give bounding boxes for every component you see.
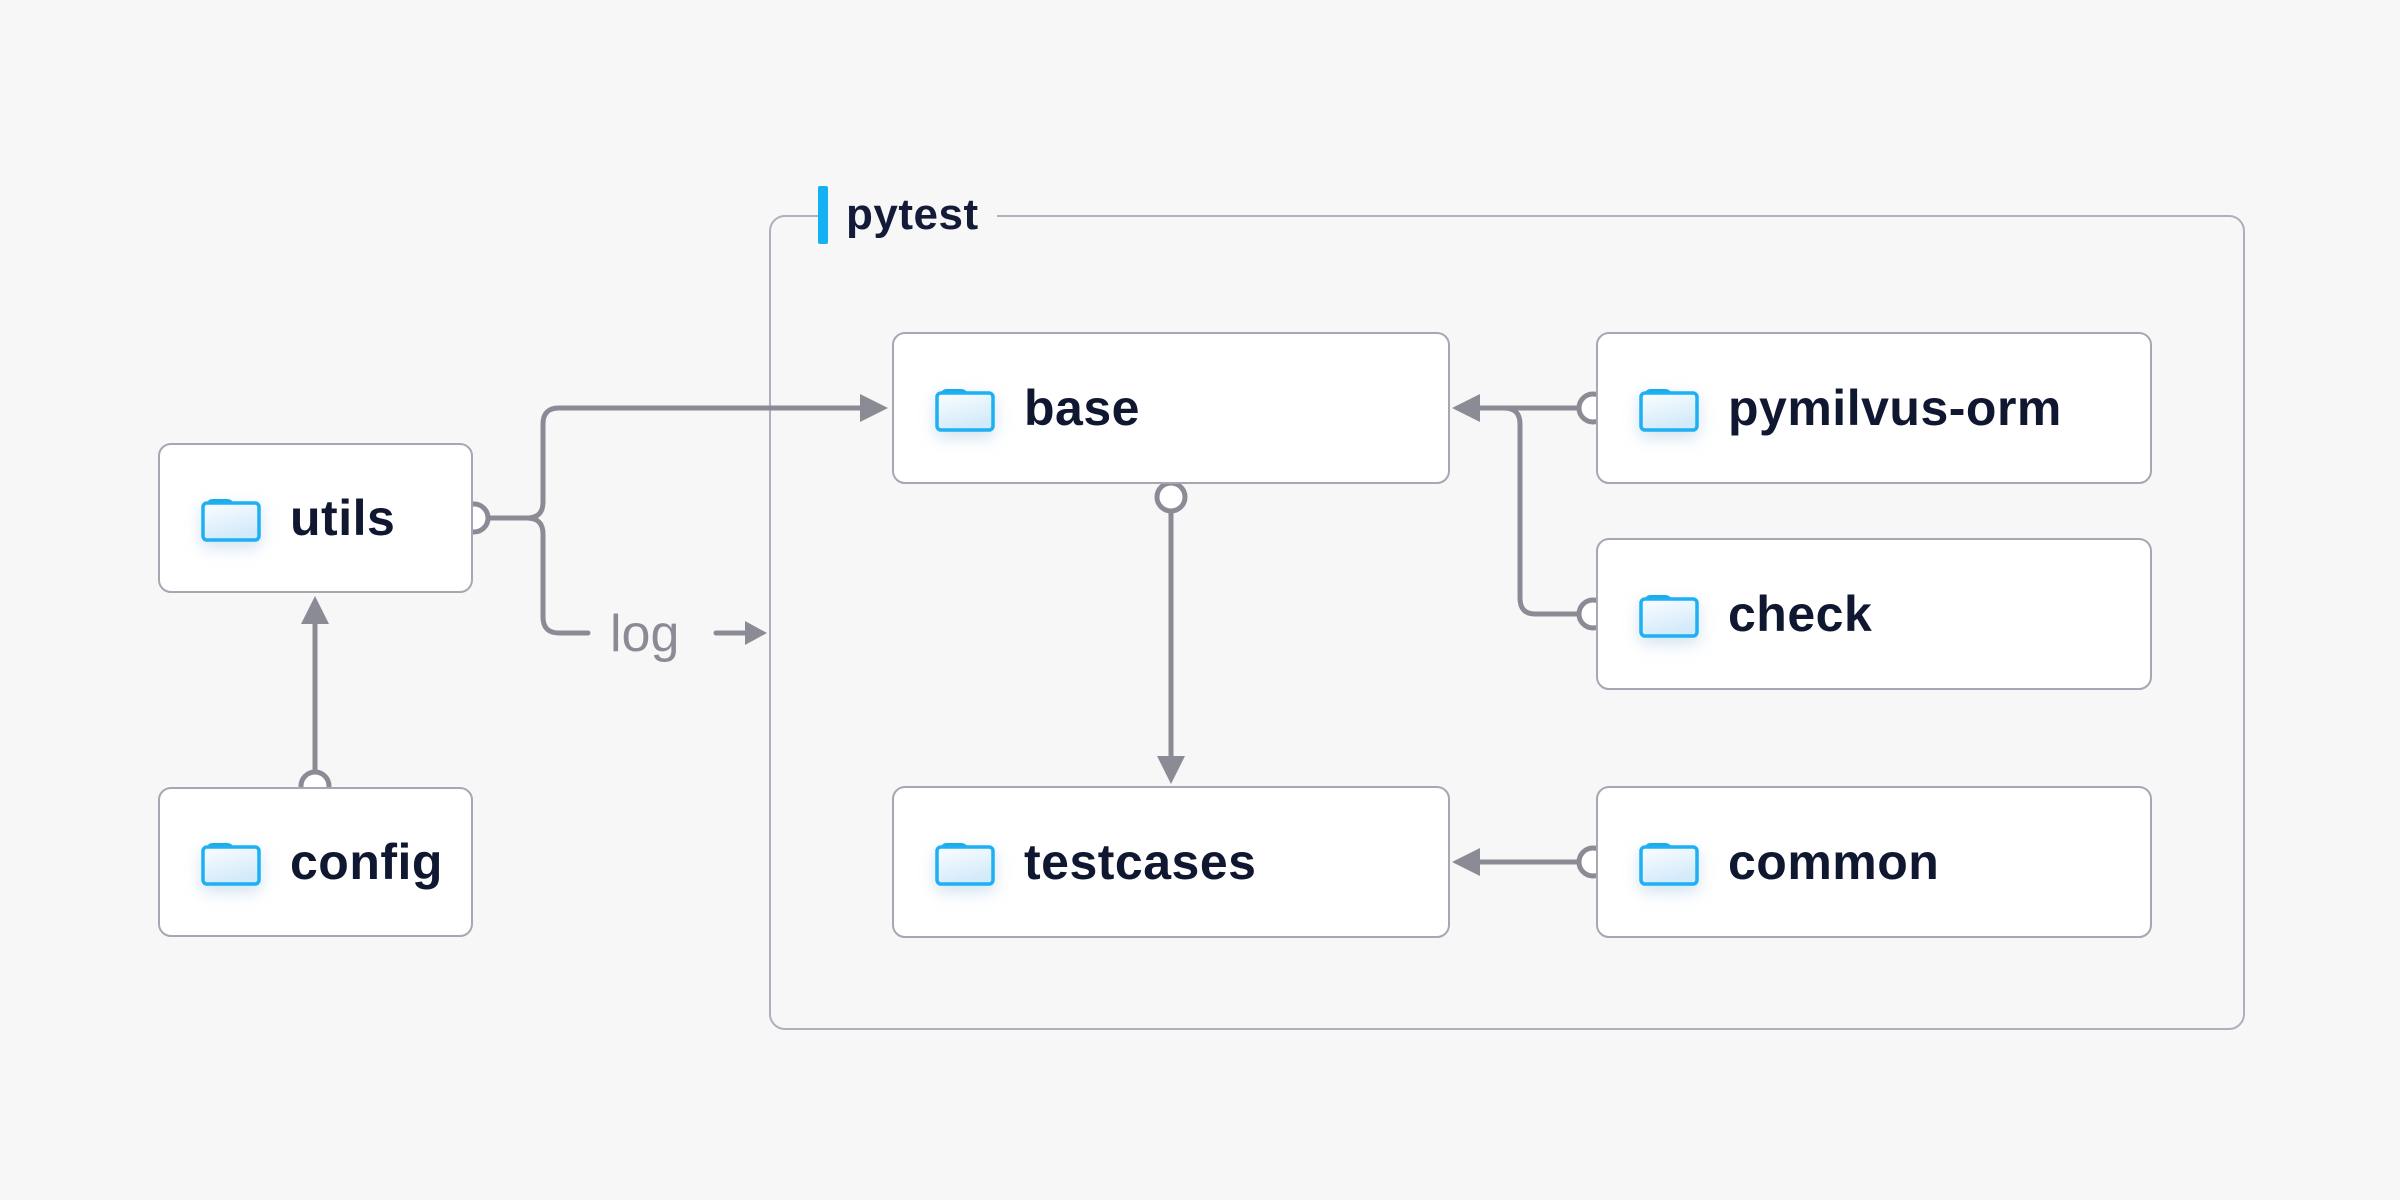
node-label: testcases (1024, 834, 1257, 890)
folder-icon (935, 843, 995, 886)
node-label: config (290, 834, 443, 890)
folder-icon (935, 389, 995, 432)
node-pymilvus-orm: pymilvus-orm (1596, 332, 2152, 484)
folder-icon (201, 843, 261, 886)
pytest-group-box (769, 215, 2245, 1030)
folder-icon (1639, 595, 1699, 638)
node-config: config (158, 787, 473, 937)
node-utils: utils (158, 443, 473, 593)
edge-config-utils (301, 596, 329, 775)
node-common: common (1596, 786, 2152, 938)
pytest-group-label-text: pytest (846, 190, 979, 239)
node-base: base (892, 332, 1450, 484)
node-label: check (1728, 586, 1873, 642)
node-testcases: testcases (892, 786, 1450, 938)
node-check: check (1596, 538, 2152, 690)
pytest-group-label: pytest (818, 186, 997, 244)
node-label: pymilvus-orm (1728, 380, 2062, 436)
node-label: utils (290, 490, 396, 546)
folder-icon (1639, 843, 1699, 886)
folder-icon (201, 499, 261, 542)
log-edge-label: log (610, 605, 679, 663)
folder-icon (1639, 389, 1699, 432)
node-label: base (1024, 380, 1140, 436)
edge-utils-log: log (524, 515, 767, 663)
node-label: common (1728, 834, 1940, 890)
accent-bar (818, 186, 828, 244)
